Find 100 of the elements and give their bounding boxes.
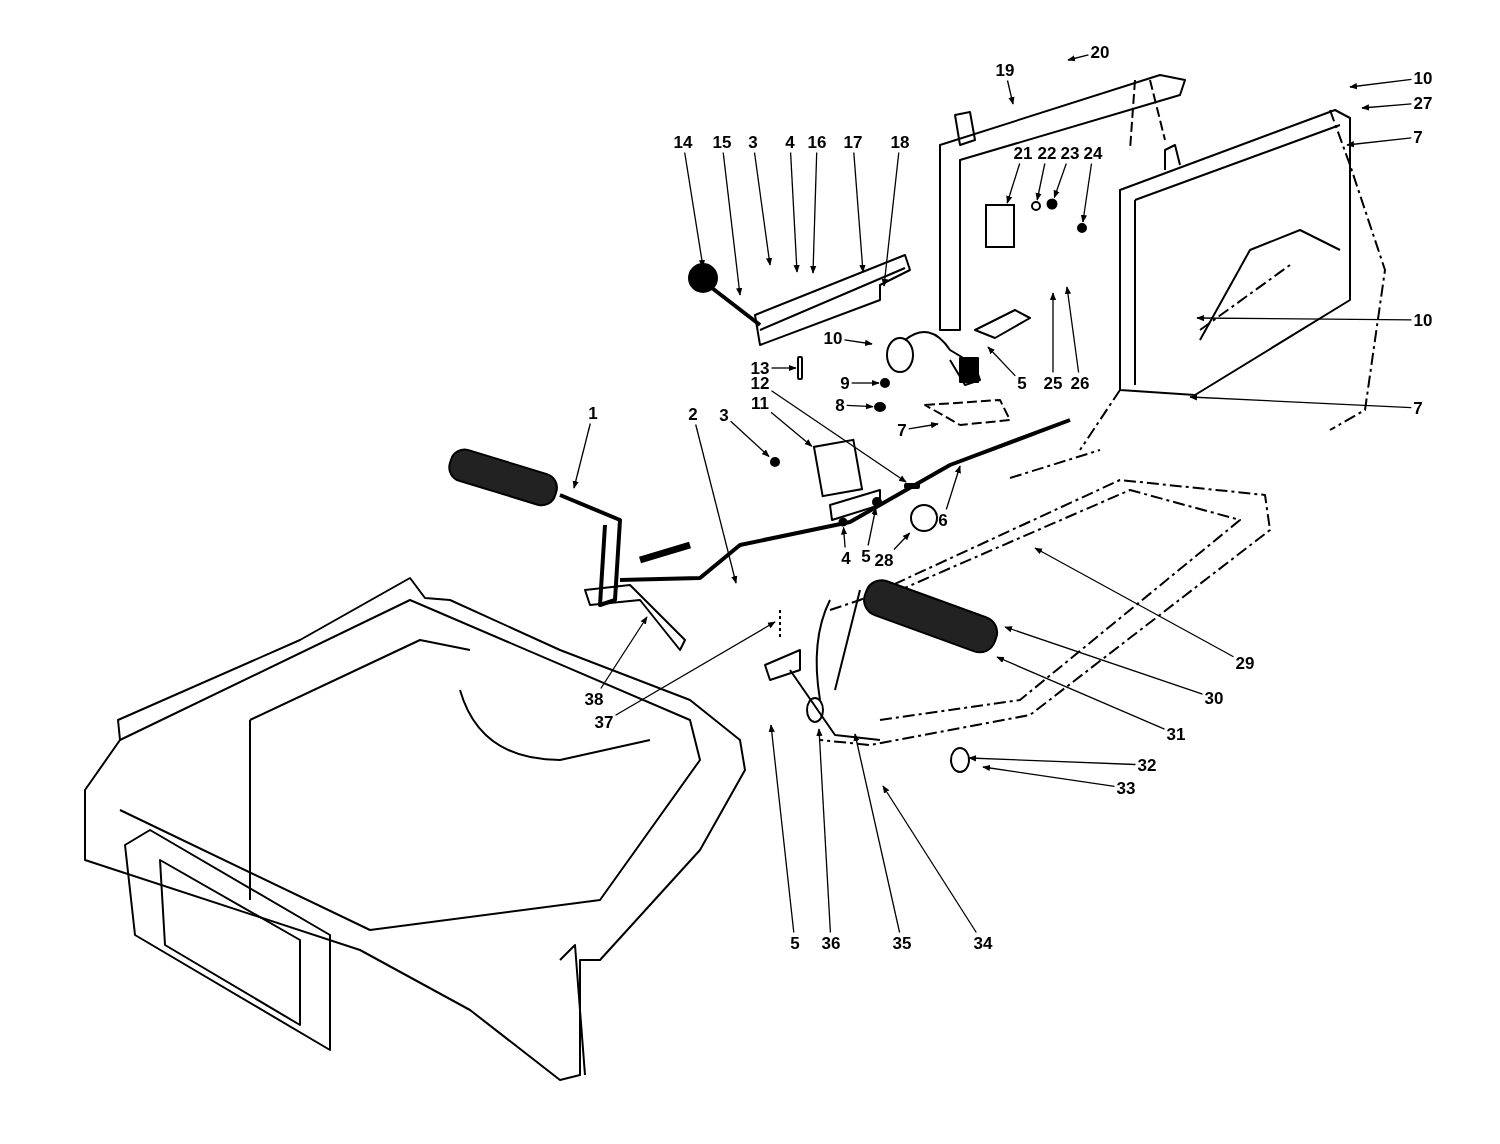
nut <box>1046 198 1058 210</box>
callout-number: 38 <box>583 689 605 709</box>
callout-number: 23 <box>1059 143 1081 163</box>
leader-line <box>996 656 1166 730</box>
leader-line <box>867 507 878 547</box>
leader-line <box>840 526 848 549</box>
callout-number: 20 <box>1089 42 1111 62</box>
callout-number: 29 <box>1234 653 1256 673</box>
callout-number: 7 <box>1412 127 1424 147</box>
leader-line <box>1006 162 1021 204</box>
callout-number: 3 <box>747 132 759 152</box>
callout-number: 21 <box>1012 143 1034 163</box>
leader-line <box>1067 54 1090 62</box>
callout-number: 2 <box>687 404 699 424</box>
leader-line <box>853 151 866 273</box>
callout-number: 28 <box>873 550 895 570</box>
bolt-head <box>1077 223 1087 233</box>
callout-number: 11 <box>750 393 770 413</box>
leader-line <box>572 422 591 489</box>
callout-number: 10 <box>1412 310 1434 330</box>
leader-line <box>1361 103 1413 111</box>
nut <box>872 497 882 507</box>
callout-number: 37 <box>593 712 615 732</box>
callout-number: 4 <box>784 132 796 152</box>
callout-number: 7 <box>896 420 908 440</box>
leader-line <box>1080 162 1093 223</box>
callout-number: 36 <box>820 933 842 953</box>
leader-line <box>730 420 770 458</box>
leader-line <box>851 379 880 387</box>
leader-line <box>1189 394 1412 409</box>
callout-number: 33 <box>1115 778 1137 798</box>
leader-line <box>1196 314 1413 322</box>
leader-line <box>753 151 773 266</box>
callout-number: 7 <box>1412 398 1424 418</box>
leader-line <box>1049 292 1057 374</box>
callout-number: 5 <box>1016 373 1028 393</box>
callout-number: 27 <box>1412 93 1434 113</box>
bolt-head <box>770 457 780 467</box>
callout-number: 9 <box>839 373 851 393</box>
spring <box>797 356 803 380</box>
plate <box>812 438 864 498</box>
clip-ring <box>910 504 938 532</box>
callout-number: 19 <box>994 60 1016 80</box>
nut <box>880 378 890 388</box>
callout-number: 22 <box>1036 143 1058 163</box>
leader-line <box>987 346 1016 377</box>
callout-number: 16 <box>806 132 828 152</box>
callout-number: 10 <box>1412 68 1434 88</box>
leader-line <box>600 616 648 690</box>
leader-line <box>908 422 939 430</box>
callout-number: 4 <box>840 548 852 568</box>
nut <box>874 402 886 412</box>
callout-number: 24 <box>1082 143 1104 163</box>
washer <box>838 517 848 527</box>
leader-line <box>1006 79 1015 105</box>
leader-line <box>1349 78 1413 90</box>
callout-number: 5 <box>860 546 872 566</box>
leader-line <box>846 403 874 410</box>
leader-line <box>816 728 832 934</box>
leader-line <box>1346 137 1412 148</box>
leader-line <box>614 621 776 716</box>
callout-number: 18 <box>889 132 911 152</box>
leader-line <box>768 724 795 934</box>
callout-number: 5 <box>789 933 801 953</box>
leader-line <box>945 465 961 511</box>
leader-line <box>1034 547 1235 658</box>
leader-line <box>881 151 900 287</box>
leader-line <box>1035 162 1046 201</box>
callout-number: 17 <box>842 132 864 152</box>
rod-segment <box>904 483 920 489</box>
leader-line <box>882 785 977 934</box>
leader-line <box>695 423 738 584</box>
leader-line <box>770 411 813 447</box>
callout-number: 14 <box>672 132 694 152</box>
leader-line <box>1053 162 1067 199</box>
leader-line <box>843 339 873 346</box>
leader-line <box>722 151 743 296</box>
washer <box>1031 201 1041 211</box>
callout-number: 30 <box>1203 688 1225 708</box>
callout-number: 26 <box>1069 373 1091 393</box>
callout-number: 1 <box>587 403 599 423</box>
callout-number: 3 <box>718 405 730 425</box>
callout-number: 25 <box>1042 373 1064 393</box>
leader-line <box>893 532 911 551</box>
leader-line <box>1004 626 1204 695</box>
leader-line <box>789 151 800 273</box>
callout-number: 31 <box>1165 724 1187 744</box>
callout-number: 35 <box>891 933 913 953</box>
switch-plate <box>985 204 1015 248</box>
callout-number: 10 <box>822 328 844 348</box>
callout-number: 32 <box>1136 755 1158 775</box>
leader-line <box>770 364 797 372</box>
leader-line <box>1064 286 1080 374</box>
leader-line <box>968 755 1137 766</box>
callout-number: 15 <box>711 132 733 152</box>
callout-number: 8 <box>834 395 846 415</box>
leader-line <box>982 764 1116 787</box>
leader-line <box>810 151 818 274</box>
leader-line <box>853 733 901 934</box>
leader-line <box>770 390 907 483</box>
